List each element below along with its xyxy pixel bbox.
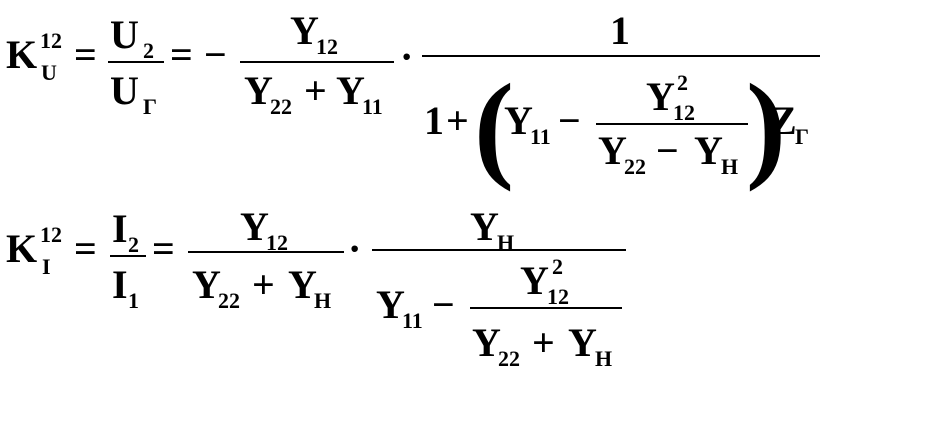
first-fraction-numerator: Y	[240, 204, 269, 249]
minus-sign: −	[656, 128, 679, 173]
equals-sign: =	[74, 226, 97, 271]
equals-sign: =	[170, 32, 193, 77]
lhs-subscript: I	[42, 254, 51, 279]
plus-sign: +	[252, 262, 275, 307]
second-fraction-numerator: Y	[470, 204, 499, 249]
plus-sign: +	[304, 68, 327, 113]
inner-fraction-denominator-term: Y	[472, 320, 501, 365]
first-fraction-denominator-subscript: 22	[270, 94, 292, 119]
inner-fraction-numerator-superscript: 2	[552, 254, 563, 279]
current-gain-formula: K 12 I = I 2 I 1 = Y 12 Y 22 + Y Н · Y Н…	[6, 204, 626, 371]
left-parenthesis: (	[474, 59, 514, 192]
inner-fraction-denominator-subscript: Н	[721, 154, 738, 179]
voltage-gain-formula: K 12 U = U 2 U Г = − Y 12 Y 22 + Y 11 · …	[6, 8, 820, 192]
first-fraction-denominator-term: Y	[336, 68, 365, 113]
multiplication-dot: ·	[348, 226, 361, 271]
second-fraction-numerator-subscript: Н	[497, 230, 514, 255]
inner-term: Y	[504, 98, 533, 143]
lhs-superscript: 12	[40, 28, 62, 53]
first-fraction-numerator-subscript: 12	[266, 230, 288, 255]
first-fraction-denominator-subscript: 22	[218, 288, 240, 313]
inner-fraction-numerator: Y	[520, 258, 549, 303]
minus-sign: −	[558, 98, 581, 143]
multiplication-dot: ·	[400, 34, 413, 79]
ratio-numerator: I	[112, 206, 128, 251]
second-fraction-numerator: 1	[610, 8, 630, 53]
impedance-term-subscript: Г	[795, 124, 809, 149]
lhs-subscript: U	[41, 60, 57, 85]
lhs-symbol: K	[6, 32, 37, 77]
first-fraction-denominator-subscript: Н	[314, 288, 331, 313]
equals-sign: =	[74, 32, 97, 77]
inner-fraction-numerator-superscript: 2	[677, 70, 688, 95]
inner-fraction-numerator-subscript: 12	[547, 284, 569, 309]
second-fraction-denominator-one: 1	[424, 98, 444, 143]
minus-sign: −	[204, 32, 227, 77]
minus-sign: −	[432, 282, 455, 327]
inner-fraction-numerator: Y	[646, 74, 675, 119]
ratio-numerator: U	[110, 12, 139, 57]
inner-fraction-denominator-subscript: 22	[624, 154, 646, 179]
ratio-numerator-subscript: 2	[128, 232, 139, 257]
inner-fraction-numerator-subscript: 12	[673, 100, 695, 125]
inner-fraction-denominator-subscript: Н	[595, 346, 612, 371]
first-fraction-numerator: Y	[290, 8, 319, 53]
first-fraction-denominator-subscript: 11	[362, 94, 383, 119]
ratio-denominator-subscript: 1	[128, 288, 139, 313]
lhs-symbol: K	[6, 226, 37, 271]
inner-fraction-denominator-term: Y	[694, 128, 723, 173]
lhs-superscript: 12	[40, 222, 62, 247]
plus-sign: +	[532, 320, 555, 365]
inner-term-subscript: 11	[530, 124, 551, 149]
first-fraction-denominator-term: Y	[288, 262, 317, 307]
ratio-denominator-subscript: Г	[143, 94, 157, 119]
inner-fraction-denominator-subscript: 22	[498, 346, 520, 371]
inner-fraction-denominator-term: Y	[568, 320, 597, 365]
impedance-term: Z	[770, 98, 797, 143]
ratio-denominator: I	[112, 262, 128, 307]
first-fraction-numerator-subscript: 12	[316, 34, 338, 59]
second-fraction-denominator-subscript: 11	[402, 308, 423, 333]
first-fraction-denominator-term: Y	[192, 262, 221, 307]
right-parenthesis: )	[746, 59, 786, 192]
equals-sign: =	[152, 226, 175, 271]
second-fraction-denominator-term: Y	[376, 282, 405, 327]
plus-sign: +	[446, 98, 469, 143]
ratio-denominator: U	[110, 68, 139, 113]
first-fraction-denominator-term: Y	[244, 68, 273, 113]
inner-fraction-denominator-term: Y	[598, 128, 627, 173]
ratio-numerator-subscript: 2	[143, 38, 154, 63]
